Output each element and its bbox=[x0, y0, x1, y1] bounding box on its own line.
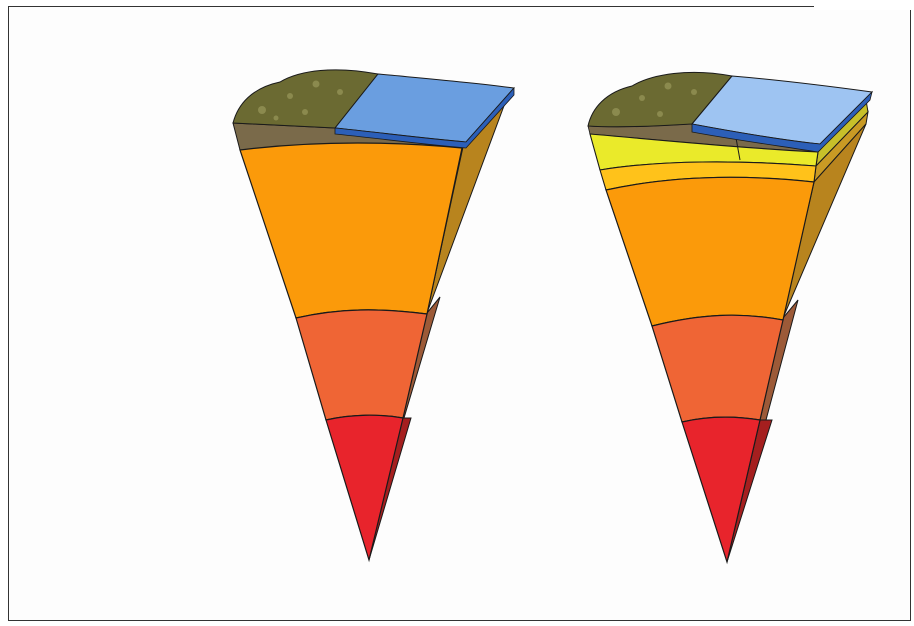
right-mesosphere bbox=[606, 177, 814, 326]
left-core bbox=[326, 415, 403, 560]
right-earth-wedge bbox=[588, 72, 872, 562]
left-upper-mantle bbox=[240, 143, 462, 318]
left-earth-wedge bbox=[233, 70, 514, 560]
right-outer-core bbox=[652, 315, 783, 422]
